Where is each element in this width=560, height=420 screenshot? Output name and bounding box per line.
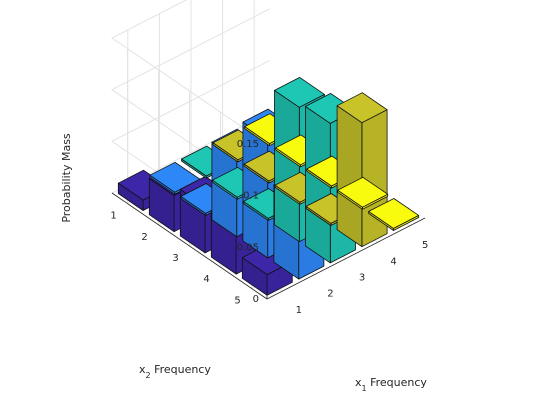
x-axis-title-sub: 1 — [362, 384, 367, 393]
y-axis-title-sub: 2 — [146, 371, 151, 380]
x2-tick-label: 5 — [234, 295, 240, 306]
bar-front-face — [361, 109, 388, 248]
bar — [337, 176, 389, 210]
bar-top-face — [274, 77, 325, 108]
x-axis-title: x1 Frequency — [355, 376, 427, 393]
z-grid-line — [111, 0, 268, 145]
x1-tick-label: 5 — [422, 240, 428, 251]
z-tick-label: 0.05 — [237, 242, 259, 253]
y-axis-title-main: x — [139, 363, 146, 376]
x2-tick-label: 2 — [141, 232, 147, 243]
x2-axis-line — [111, 192, 268, 300]
z-tick-label: 0.1 — [243, 191, 259, 202]
bar-side-face — [274, 90, 300, 243]
tick-labels: 0 0.05 0.1 0.15 1 2 3 4 5 1 2 3 4 5 — [110, 139, 428, 316]
x-axis-title-main: x — [355, 376, 362, 389]
z-tick-label: 0.15 — [237, 139, 259, 150]
bar-top-face — [337, 176, 389, 208]
bar-side-face — [336, 105, 363, 248]
x1-tick-label: 1 — [296, 305, 302, 316]
bar — [368, 198, 420, 231]
bar-group — [117, 77, 420, 296]
x-axis-title-suffix: Frequency — [367, 376, 428, 389]
bar-top-face — [368, 198, 420, 229]
x1-tick-label: 2 — [327, 289, 333, 300]
y-axis-title: x2 Frequency — [139, 363, 211, 380]
bar — [336, 92, 388, 248]
z-tick-label: 0 — [253, 294, 259, 305]
x2-tick-label: 3 — [172, 253, 178, 264]
x2-tick-label: 1 — [110, 211, 116, 222]
x1-axis-line — [266, 217, 426, 300]
x1-tick-label: 3 — [359, 273, 365, 284]
x1-tick-label: 4 — [390, 256, 396, 267]
x2-tick-label: 4 — [203, 274, 209, 285]
z-axis-title: Probability Mass — [60, 133, 73, 223]
bar-top-face — [336, 92, 388, 124]
y-axis-title-suffix: Frequency — [151, 363, 212, 376]
